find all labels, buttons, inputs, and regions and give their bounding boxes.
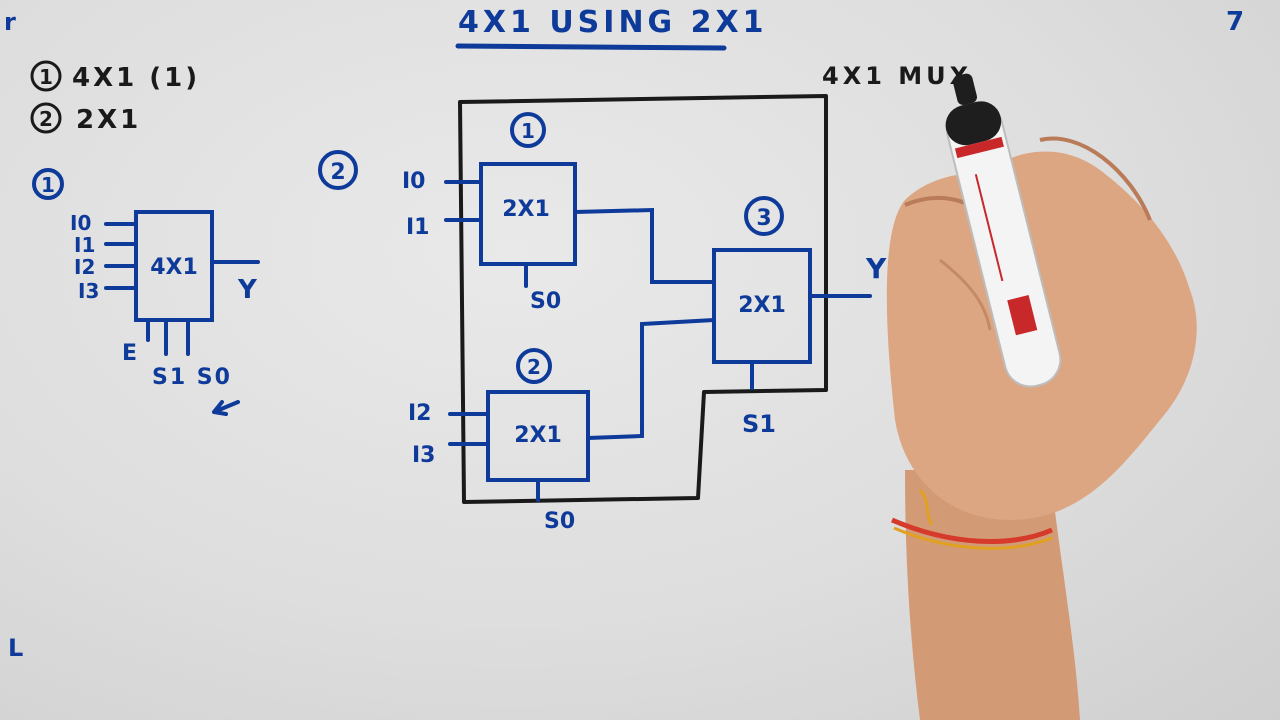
bracelet-loose-thread <box>918 488 934 526</box>
marker-red-label <box>1007 295 1038 336</box>
input-label-i2: I2 <box>74 255 95 279</box>
hand-with-marker <box>886 73 1197 720</box>
output-label-y: Y <box>237 275 258 305</box>
bracelet-thread-yellow <box>893 526 1053 550</box>
mux-top-label: 2X1 <box>502 197 550 222</box>
mux-bottom-input-label-i2: I2 <box>408 401 432 426</box>
pointer-arrow-icon <box>212 400 240 416</box>
marker-red-band <box>954 136 1004 159</box>
mux-out-select-label: S1 <box>742 410 776 438</box>
finger-fold-1 <box>1039 136 1152 221</box>
mux-bottom-label: 2X1 <box>514 423 562 448</box>
forearm <box>905 470 1080 720</box>
mux-4x1-label: 4X1 <box>150 255 198 280</box>
mux-out-block <box>712 248 812 364</box>
mux-bottom-select-label: S0 <box>544 509 575 534</box>
enable-label: E <box>122 341 137 366</box>
legend-text-2: 2X1 <box>76 105 141 135</box>
mux-top-to-mux-out-wire <box>573 207 716 284</box>
page-title: 4X1 USING 2X1 <box>458 5 768 40</box>
legend-text-1: 4X1 (1) <box>72 63 200 93</box>
title-underline <box>455 43 727 51</box>
mux-bottom-num: 2 <box>527 355 541 379</box>
legend-num-2: 2 <box>39 107 53 131</box>
input-label-i0: I0 <box>70 211 91 235</box>
finger-fold-3 <box>939 258 992 331</box>
corner-mark-top-left: r <box>4 8 16 36</box>
marker-tip <box>952 73 977 106</box>
diagram-one-num: 1 <box>41 173 55 197</box>
legend-circle-1 <box>30 60 62 92</box>
diagram-two-num: 2 <box>330 160 345 185</box>
side-note: 4X1 MUX <box>822 62 972 90</box>
mux-bottom-circle <box>516 348 552 384</box>
enclosing-4x1-outline <box>458 94 828 504</box>
diagram-two-wiring <box>444 112 872 502</box>
select-labels: S1 S0 <box>152 365 232 390</box>
input-label-i3: I3 <box>78 279 99 303</box>
mux-top-input-label-i1: I1 <box>406 215 430 240</box>
mux-top-circle <box>510 112 546 148</box>
input-label-i1: I1 <box>74 233 95 257</box>
bracelet-thread-red <box>891 517 1053 544</box>
diagram-one <box>32 168 260 416</box>
corner-mark-bottom-left: L <box>8 634 23 662</box>
mux-top-num: 1 <box>521 119 535 143</box>
corner-mark-top-right: 7 <box>1226 7 1244 37</box>
marker <box>945 73 1062 388</box>
mux-out-num: 3 <box>756 206 771 231</box>
marker-print-line <box>974 173 1004 282</box>
mux-out-circle <box>744 196 784 236</box>
mux-out-label: 2X1 <box>738 293 786 318</box>
mux-out-output-label: Y <box>865 252 887 285</box>
legend: 1 4X1 (1) 2 2X1 <box>30 60 200 135</box>
mux-top-input-label-i0: I0 <box>402 169 426 194</box>
mux-bottom-to-mux-out-wire <box>586 318 716 440</box>
diagram-one-circle <box>32 168 64 200</box>
mux-top-select-label: S0 <box>530 289 561 314</box>
marker-cap-end <box>945 101 1002 146</box>
diagram-two-circle <box>318 150 358 190</box>
mux-bottom-input-label-i3: I3 <box>412 443 436 468</box>
legend-circle-2 <box>30 102 62 134</box>
legend-num-1: 1 <box>39 65 53 89</box>
